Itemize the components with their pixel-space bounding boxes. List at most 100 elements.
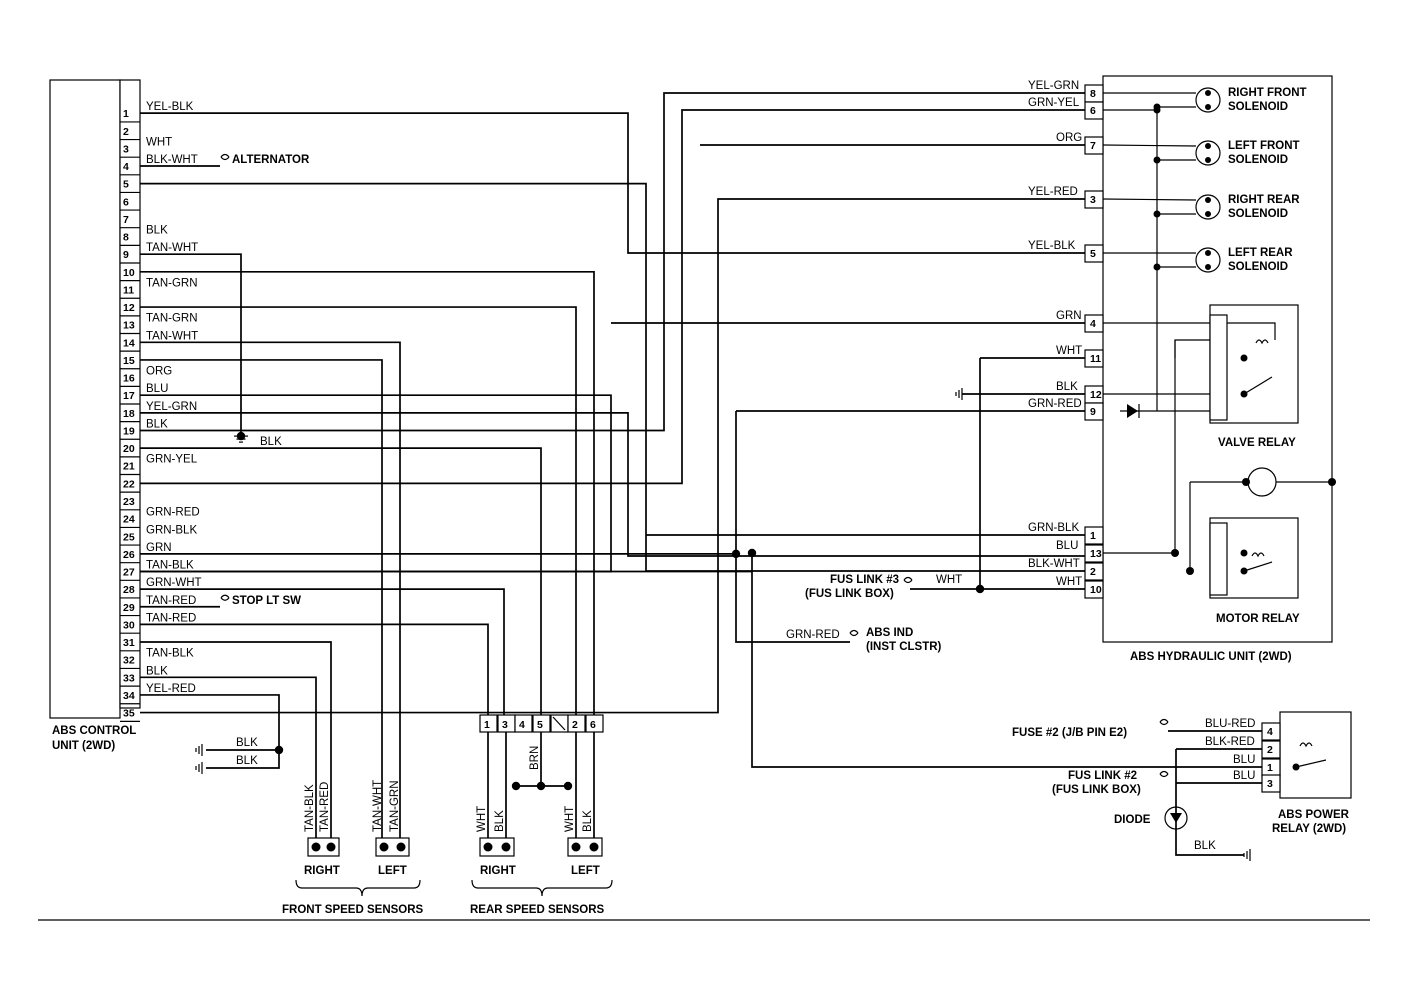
power-relay-label-line1: ABS POWER [1278, 809, 1350, 821]
ecu-wire-label: YEL-RED [146, 683, 196, 695]
rear-connector-slash [552, 716, 566, 731]
ecu-wire-label: YEL-BLK [146, 101, 194, 113]
ecu-wire-label: GRN-WHT [146, 577, 202, 589]
hydraulic-pin-number: 2 [1090, 566, 1096, 578]
solenoid-terminal-b [1205, 157, 1211, 163]
solenoid-label-line1: RIGHT FRONT [1228, 87, 1307, 99]
solenoid-bus-top-junction [1153, 106, 1161, 114]
ecu-wire-label: TAN-WHT [146, 242, 198, 254]
rear-connector-brn-label: BRN [529, 746, 541, 770]
power-relay-wire-label: BLK-RED [1205, 736, 1255, 748]
solenoid-coil [1195, 140, 1221, 166]
ecu-pin-number: 4 [123, 161, 129, 173]
wire-tan-red-rear [140, 623, 489, 727]
ecu-wire-label: BLK [146, 225, 168, 237]
ecu-pin-number: 23 [123, 496, 135, 508]
motor-ground-junction [1328, 478, 1336, 486]
ecu-wire-label: GRN-RED [146, 507, 200, 519]
hydraulic-wire-label: YEL-BLK [1028, 240, 1076, 252]
solenoid-label-line2: SOLENOID [1228, 261, 1288, 273]
power-relay-coil-symbol [1299, 742, 1313, 748]
ecu-pin-number: 22 [123, 478, 135, 490]
power-relay-ground-wire-label: BLK [1194, 840, 1216, 852]
ecu-wire-label: BLU [146, 383, 168, 395]
wire-tan-grn-rear [140, 306, 577, 727]
ecu-wire-label: WHT [146, 136, 172, 148]
power-relay-pin-number: 1 [1267, 762, 1273, 774]
hydraulic-wire-label: YEL-GRN [1028, 80, 1079, 92]
ecu-pin-number: 6 [123, 196, 129, 208]
power-relay-pin-box [1261, 774, 1281, 793]
shield-junction-b [536, 781, 546, 791]
power-diode-circle [1164, 806, 1188, 830]
hydraulic-pin-number: 1 [1090, 530, 1096, 542]
ecu-pin-number: 33 [123, 672, 135, 684]
fus-link-3-connector-symbol [903, 576, 913, 584]
wire-blk-34 [140, 694, 280, 750]
hydraulic-wire-label: BLU [1056, 540, 1078, 552]
solenoid-bus-junction [1153, 156, 1161, 164]
motor-relay-contact-a [1240, 549, 1248, 557]
ecu-pin-number: 21 [123, 461, 135, 473]
wire-blk-ground [140, 253, 242, 437]
hydraulic-wire-label: WHT [1056, 345, 1082, 357]
power-diode-symbol [1170, 813, 1182, 823]
ecu-wire-label: ORG [146, 366, 172, 378]
ecu-pin-number: 3 [123, 143, 129, 155]
wire-tan-red-front [140, 641, 332, 840]
wire-yel-red [140, 198, 1085, 714]
ecu-pin-number: 1 [123, 108, 129, 120]
front-speed-sensors-label: FRONT SPEED SENSORS [282, 904, 424, 916]
solenoid-label-line2: SOLENOID [1228, 154, 1288, 166]
solenoid-terminal-a [1205, 90, 1211, 96]
wire-blk-wht [140, 182, 1085, 572]
ecu-pin-number: 26 [123, 549, 135, 561]
ecu-pin-number: 18 [123, 408, 135, 420]
rear-connector-pin: 5 [537, 719, 543, 731]
hydraulic-pin-number: 11 [1090, 353, 1101, 365]
rear-connector-pin: 3 [502, 719, 508, 731]
ecu-label-line2: UNIT (2WD) [52, 740, 115, 752]
ecu-body [49, 79, 121, 719]
alternator-label: ALTERNATOR [232, 154, 310, 166]
ecu-pin-number: 9 [123, 249, 129, 261]
ecu-pin-number: 12 [123, 302, 135, 314]
ecu-pin-number: 10 [123, 267, 135, 279]
valve-relay-label: VALVE RELAY [1218, 437, 1296, 449]
abs-ind-label-line1: ABS IND [866, 627, 913, 639]
wire-label-group: YEL-BLKWHTBLK-WHTBLKTAN-WHTTAN-GRNTAN-GR… [146, 80, 1307, 832]
stop-lt-sw-label: STOP LT SW [232, 595, 301, 607]
rear-right-sensor-wire-a: WHT [476, 806, 488, 832]
wire-tan-blk-front [140, 676, 317, 840]
hydraulic-unit-label: ABS HYDRAULIC UNIT (2WD) [1130, 651, 1292, 663]
rear-sensor-brace [471, 879, 613, 897]
power-relay-body [1279, 711, 1352, 799]
ecu-pin-number: 20 [123, 443, 135, 455]
hydraulic-wire-label: GRN-RED [1028, 398, 1082, 410]
front-right-sensor-wire-a: TAN-BLK [304, 784, 316, 832]
front-right-sensor-body [307, 837, 340, 857]
rear-connector-cell [479, 714, 498, 733]
rear-connector-cell [585, 714, 604, 733]
wire-blk-20 [140, 447, 542, 727]
solenoid-terminal-a [1205, 197, 1211, 203]
ecu-pin-number: 14 [123, 337, 135, 349]
ecu-wire-label: TAN-WHT [146, 330, 198, 342]
fuse-2-connector-symbol [1159, 718, 1169, 726]
rear-speed-sensors-label: REAR SPEED SENSORS [470, 904, 605, 916]
abs-ind-label-line2: (INST CLSTR) [866, 641, 942, 653]
solenoid-terminal-b [1205, 264, 1211, 270]
rear-left-sensor-terminal-a [571, 842, 581, 852]
power-relay-pin-number: 3 [1267, 778, 1273, 790]
front-left-sensor-terminal-b [396, 842, 406, 852]
ecu-wire-label: TAN-BLK [146, 648, 194, 660]
ecu-pair-label-b: BLK [236, 755, 258, 767]
hu-diode-symbol [1127, 404, 1138, 418]
rear-connector-cell [514, 714, 533, 733]
front-right-sensor-label: RIGHT [304, 865, 340, 877]
hydraulic-wire-label: GRN [1056, 310, 1082, 322]
ecu-pin-number: 16 [123, 373, 135, 385]
fus-link-2-connector-symbol [1159, 770, 1169, 778]
ecu-pin-number: 28 [123, 584, 135, 596]
wire-tan-wht-rear [140, 270, 595, 727]
